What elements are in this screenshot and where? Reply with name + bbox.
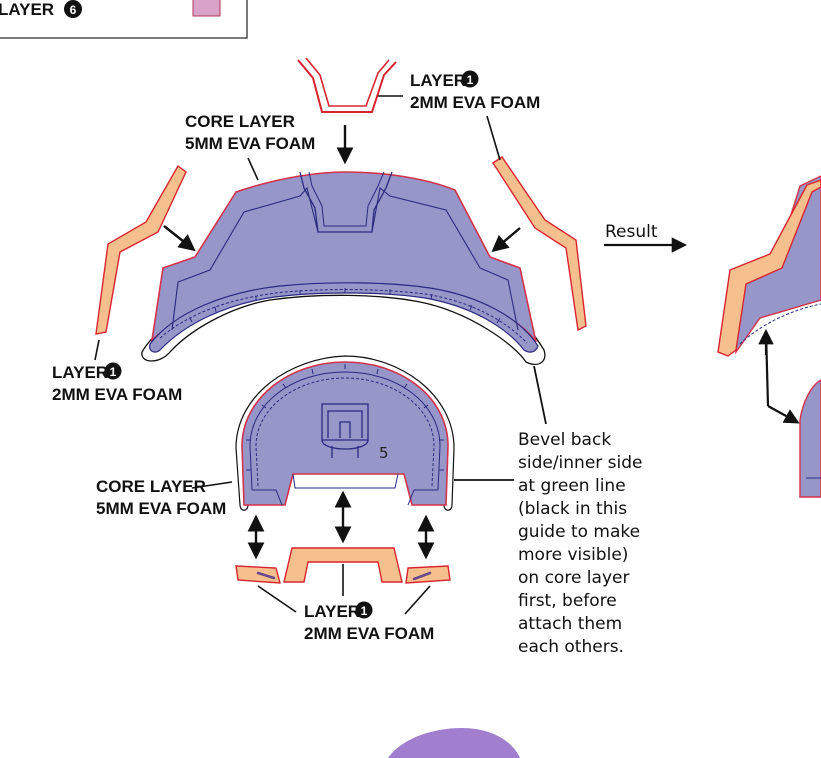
svg-text:LAYER: LAYER [304,602,360,621]
svg-text:2MM EVA FOAM: 2MM EVA FOAM [52,385,182,404]
arrow-right-in [491,227,521,253]
label-core-bottom: CORE LAYER 5MM EVA FOAM [96,477,233,518]
svg-text:5MM EVA FOAM: 5MM EVA FOAM [96,499,226,518]
legend-label: LAYER [0,0,54,19]
badge-icon [461,70,479,88]
svg-text:at green line: at green line [518,476,626,496]
svg-text:each others.: each others. [518,637,624,657]
core-layer-bottom-piece: 5 [235,355,455,511]
arrow-left-in [163,225,196,252]
result-label: Result [605,222,658,242]
svg-text:side/inner side: side/inner side [518,453,643,473]
result-indicator: Result [604,222,688,253]
bottom-layer-pieces [235,547,451,584]
label-top-layer: LAYER 1 2MM EVA FOAM [378,70,540,112]
piece-number: 5 [379,444,389,462]
svg-text:CORE LAYER: CORE LAYER [185,112,295,131]
svg-text:(black in this: (black in this [518,499,627,519]
svg-text:5MM EVA FOAM: 5MM EVA FOAM [185,134,315,153]
legend-box: LAYER 6 [0,0,248,39]
label-core-top: CORE LAYER 5MM EVA FOAM [185,112,315,181]
core-layer-top-piece [141,171,546,365]
bottom-purple-shape [388,728,520,758]
left-layer-strip [95,164,187,335]
svg-text:first, before: first, before [518,591,617,611]
svg-text:Bevel back: Bevel back [518,430,611,450]
svg-text:2MM EVA FOAM: 2MM EVA FOAM [304,624,434,643]
instruction-note: Bevel back side/inner side at green line… [454,365,643,657]
right-layer-strip [492,156,587,332]
svg-text:LAYER: LAYER [52,363,108,382]
svg-text:LAYER: LAYER [410,71,466,90]
svg-text:CORE LAYER: CORE LAYER [96,477,206,496]
svg-text:guide to make: guide to make [518,522,640,542]
label-bottom-layer: LAYER 1 2MM EVA FOAM [257,564,434,643]
result-preview [717,175,821,498]
svg-text:attach them: attach them [518,614,622,634]
svg-text:1: 1 [110,365,117,379]
svg-text:more visible): more visible) [518,545,628,565]
top-layer-piece [297,57,397,113]
legend-swatch [192,0,221,17]
legend-badge-circle [64,0,82,18]
svg-text:1: 1 [361,604,368,618]
svg-text:on core layer: on core layer [518,568,629,588]
piece-marker-icon [321,403,369,458]
leader-top-right [486,115,501,161]
legend-badge-number: 6 [70,3,77,17]
svg-text:2MM EVA FOAM: 2MM EVA FOAM [410,93,540,112]
svg-text:1: 1 [467,73,474,87]
label-left-layer: LAYER 1 2MM EVA FOAM [52,339,182,404]
